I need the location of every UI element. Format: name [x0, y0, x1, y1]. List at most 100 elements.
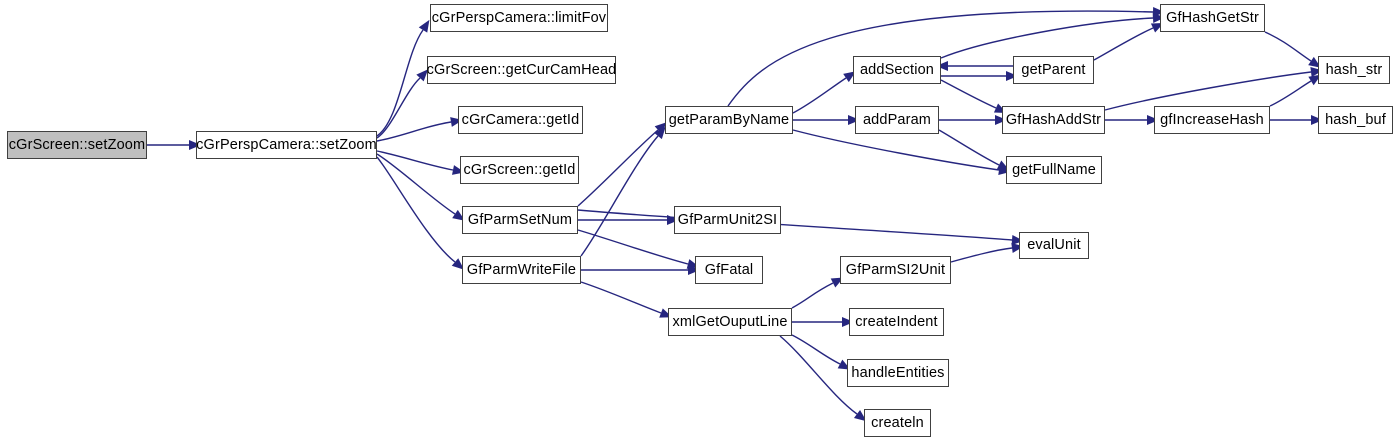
call-edge [577, 229, 689, 265]
graph-node-gfhashaddstr[interactable]: GfHashAddStr [1002, 106, 1105, 134]
call-edge-arrowhead [688, 265, 700, 275]
graph-node-label: getParent [1021, 61, 1086, 78]
graph-node-label: getParamByName [668, 111, 790, 128]
graph-node-addparam[interactable]: addParam [855, 106, 939, 134]
call-edge-arrowhead [189, 140, 201, 150]
graph-node-gfparmunit2si[interactable]: GfParmUnit2SI [674, 206, 781, 234]
graph-node-evalunit[interactable]: evalUnit [1019, 232, 1089, 259]
graph-node-label: cGrCamera::getId [461, 111, 580, 128]
call-edge [376, 150, 454, 171]
graph-node-label: hash_str [1325, 61, 1383, 78]
graph-node-cgrperspcamera-limitfov[interactable]: cGrPerspCamera::limitFov [430, 4, 608, 32]
graph-node-getfullname[interactable]: getFullName [1006, 156, 1102, 184]
graph-node-gfparmsi2unit[interactable]: GfParmSI2Unit [840, 256, 951, 284]
call-edge-arrowhead [451, 258, 465, 270]
call-edge [727, 10, 1154, 107]
graph-node-label: GfParmUnit2SI [677, 211, 778, 228]
call-edge [940, 17, 1154, 59]
call-edge-arrowhead [452, 209, 465, 221]
graph-node-label: handleEntities [851, 364, 945, 381]
call-edge [376, 156, 456, 263]
call-edge [376, 121, 452, 142]
call-edge-arrowhead [1308, 74, 1322, 86]
call-edge [791, 334, 841, 365]
graph-node-label: GfParmSetNum [467, 211, 573, 228]
call-edge-arrowhead [1310, 67, 1323, 77]
call-edge-arrowhead [995, 115, 1007, 125]
graph-node-label: GfParmSI2Unit [845, 261, 946, 278]
call-edge-arrowhead [936, 61, 948, 71]
graph-node-label: GfParmWriteFile [466, 261, 577, 278]
graph-node-cgrperspcamera-setzoom[interactable]: cGrPerspCamera::setZoom [196, 131, 377, 159]
graph-node-gffatal[interactable]: GfFatal [695, 256, 763, 284]
graph-node-label: cGrPerspCamera::setZoom [196, 136, 377, 153]
graph-node-label: xmlGetOuputLine [672, 313, 788, 330]
graph-node-hash-str[interactable]: hash_str [1318, 56, 1390, 84]
graph-node-cgrcamera-getid[interactable]: cGrCamera::getId [458, 106, 583, 134]
call-edge [580, 135, 659, 257]
call-edge-arrowhead [848, 115, 860, 125]
call-edge [1093, 27, 1154, 61]
graph-node-label: GfHashAddStr [1005, 111, 1102, 128]
call-edge [1104, 71, 1312, 111]
graph-node-label: GfHashGetStr [1166, 9, 1259, 26]
call-edge [791, 282, 834, 309]
graph-node-label: createIndent [855, 313, 938, 330]
graph-node-gfincreasehash[interactable]: gfIncreaseHash [1154, 106, 1270, 134]
call-edge [779, 335, 858, 415]
graph-node-addsection[interactable]: addSection [853, 56, 941, 84]
call-edge-arrowhead [843, 71, 856, 83]
call-edge-arrowhead [1006, 71, 1018, 81]
graph-node-getparambyname[interactable]: getParamByName [665, 106, 793, 134]
call-edge [940, 79, 997, 109]
graph-node-getparent[interactable]: getParent [1013, 56, 1094, 84]
graph-node-label: gfIncreaseHash [1160, 111, 1264, 128]
graph-node-cgrscreen-getid[interactable]: cGrScreen::getId [460, 156, 579, 184]
graph-node-gfparmsetnum[interactable]: GfParmSetNum [462, 206, 578, 234]
call-edge [1269, 80, 1312, 107]
graph-node-gfhashgetstr[interactable]: GfHashGetStr [1160, 4, 1265, 32]
graph-node-label: createln [871, 414, 924, 431]
call-edge [577, 209, 1013, 241]
graph-node-label: addParam [862, 111, 932, 128]
graph-node-label: evalUnit [1027, 237, 1081, 254]
graph-node-handleentities[interactable]: handleEntities [847, 359, 949, 387]
graph-node-label: cGrPerspCamera::limitFov [431, 9, 607, 26]
call-edge [950, 247, 1013, 263]
graph-node-cgrscreen-setzoom[interactable]: cGrScreen::setZoom [7, 131, 147, 159]
call-edge [376, 77, 421, 139]
call-edge-arrowhead [1152, 13, 1165, 23]
call-edge-arrowhead [842, 317, 854, 327]
call-edge-arrowhead [853, 410, 867, 422]
graph-node-label: getFullName [1012, 161, 1096, 178]
call-edge [577, 129, 659, 207]
call-edge-arrowhead [654, 122, 668, 134]
graph-node-xmlgetouputline[interactable]: xmlGetOuputLine [668, 308, 792, 336]
call-edge [376, 29, 424, 137]
call-edge-arrowhead [654, 126, 666, 140]
graph-node-gfparmwritefile[interactable]: GfParmWriteFile [462, 256, 581, 284]
graph-node-label: cGrScreen::setZoom [8, 136, 146, 153]
graph-node-label: hash_buf [1325, 111, 1386, 128]
graph-node-cgrscreen-getcurcamhead[interactable]: cGrScreen::getCurCamHead [427, 56, 616, 84]
graph-node-createindent[interactable]: createIndent [849, 308, 944, 336]
call-edge-arrowhead [416, 69, 429, 82]
call-edge [938, 129, 1000, 166]
call-edge-arrowhead [1147, 115, 1159, 125]
graph-node-label: cGrScreen::getId [463, 161, 576, 178]
call-edge-arrowhead [1011, 243, 1024, 253]
call-edge-arrowhead [1011, 235, 1024, 245]
call-edge [376, 153, 456, 215]
call-edge [792, 129, 1000, 171]
call-edge-arrowhead [1308, 56, 1321, 68]
call-edge [580, 281, 662, 314]
graph-node-label: addSection [859, 61, 935, 78]
call-edge [1264, 31, 1312, 62]
call-edge-arrowhead [1311, 115, 1323, 125]
call-edge [792, 77, 847, 114]
graph-node-hash-buf[interactable]: hash_buf [1318, 106, 1393, 134]
call-edge-arrowhead [418, 19, 430, 33]
graph-node-createln[interactable]: createln [864, 409, 931, 437]
